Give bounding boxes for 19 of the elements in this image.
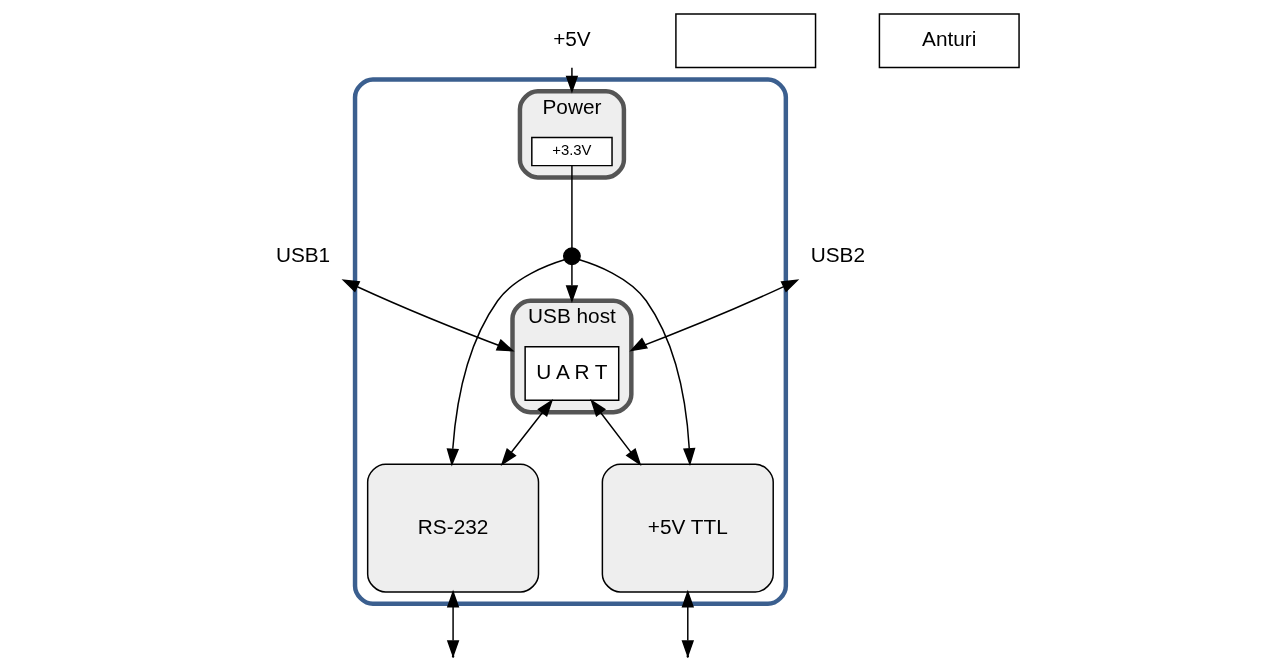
arrow bbox=[446, 259, 565, 467]
arrow bbox=[578, 259, 695, 466]
connector bbox=[570, 165, 573, 249]
node-box: +3.3V bbox=[530, 136, 613, 167]
arrow bbox=[341, 279, 515, 352]
node-box: +5V TTL bbox=[601, 463, 774, 593]
arrow bbox=[500, 399, 553, 466]
arrow bbox=[589, 398, 641, 466]
node-circle bbox=[562, 247, 581, 266]
node-text: +5V bbox=[552, 27, 591, 51]
node-text: USB2 bbox=[810, 242, 865, 266]
node-box: Anturi bbox=[878, 13, 1020, 69]
node-box: U A R T bbox=[523, 346, 619, 402]
node-box bbox=[674, 13, 816, 69]
node-box: RS-232 bbox=[366, 463, 539, 593]
arrow bbox=[565, 67, 578, 94]
arrow bbox=[565, 263, 578, 304]
node-text: USB1 bbox=[275, 242, 330, 266]
arrow bbox=[628, 279, 799, 352]
